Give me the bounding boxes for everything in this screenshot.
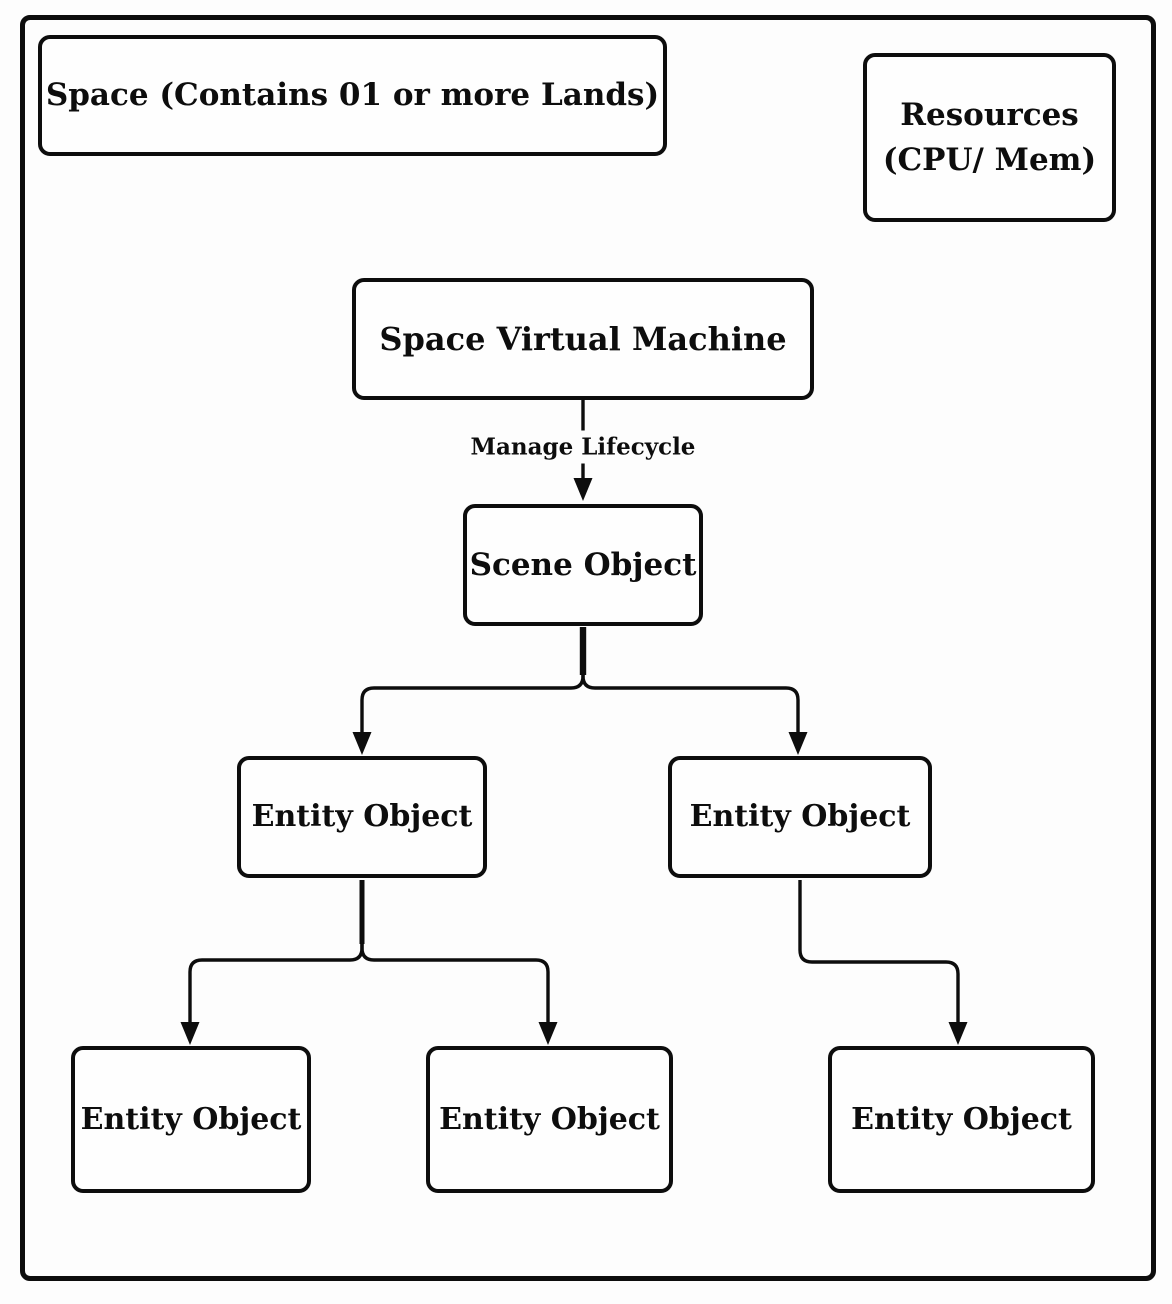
node-resources-line1: Resources [900,96,1079,133]
edge-entity-right-to-bottom-right [798,880,960,1024]
node-space-label: Space (Contains 01 or more Lands) [45,77,660,114]
node-entity-object-bottom-left: Entity Object [71,1046,311,1193]
node-entity-right-label: Entity Object [689,799,911,835]
node-entity-object-bottom-middle: Entity Object [426,1046,673,1193]
arrowhead-entity-left [352,732,372,755]
node-entity-object-left: Entity Object [237,756,487,878]
space-outer-border [20,15,1156,1281]
edge-label-text: Manage Lifecycle [470,433,696,461]
node-resources-line2: (CPU/ Mem) [882,141,1097,178]
node-entity-left-label: Entity Object [251,799,473,835]
node-space-virtual-machine: Space Virtual Machine [352,278,814,400]
edge-label-manage-lifecycle: Manage Lifecycle [462,430,704,464]
arrowhead-scene [573,478,593,501]
node-entity-object-bottom-right: Entity Object [828,1046,1095,1193]
node-entity-bottom-middle-label: Entity Object [439,1101,660,1137]
node-svm-label: Space Virtual Machine [379,319,787,358]
arrowhead-entity-right [788,732,808,755]
node-space-container: Space (Contains 01 or more Lands) [38,35,667,156]
node-entity-bottom-right-label: Entity Object [851,1101,1072,1137]
node-scene-object: Scene Object [463,504,703,626]
node-entity-bottom-left-label: Entity Object [80,1101,302,1137]
arrowhead-bottom-right [948,1022,968,1045]
node-resources: Resources (CPU/ Mem) [863,53,1116,222]
node-scene-label: Scene Object [469,546,697,583]
arrowhead-bottom-middle [538,1022,558,1045]
arrowhead-bottom-left [180,1022,200,1045]
node-entity-object-right: Entity Object [668,756,932,878]
edge-scene-to-entity-right [581,640,800,734]
edge-entity-left-to-bottom-middle [360,900,550,1024]
